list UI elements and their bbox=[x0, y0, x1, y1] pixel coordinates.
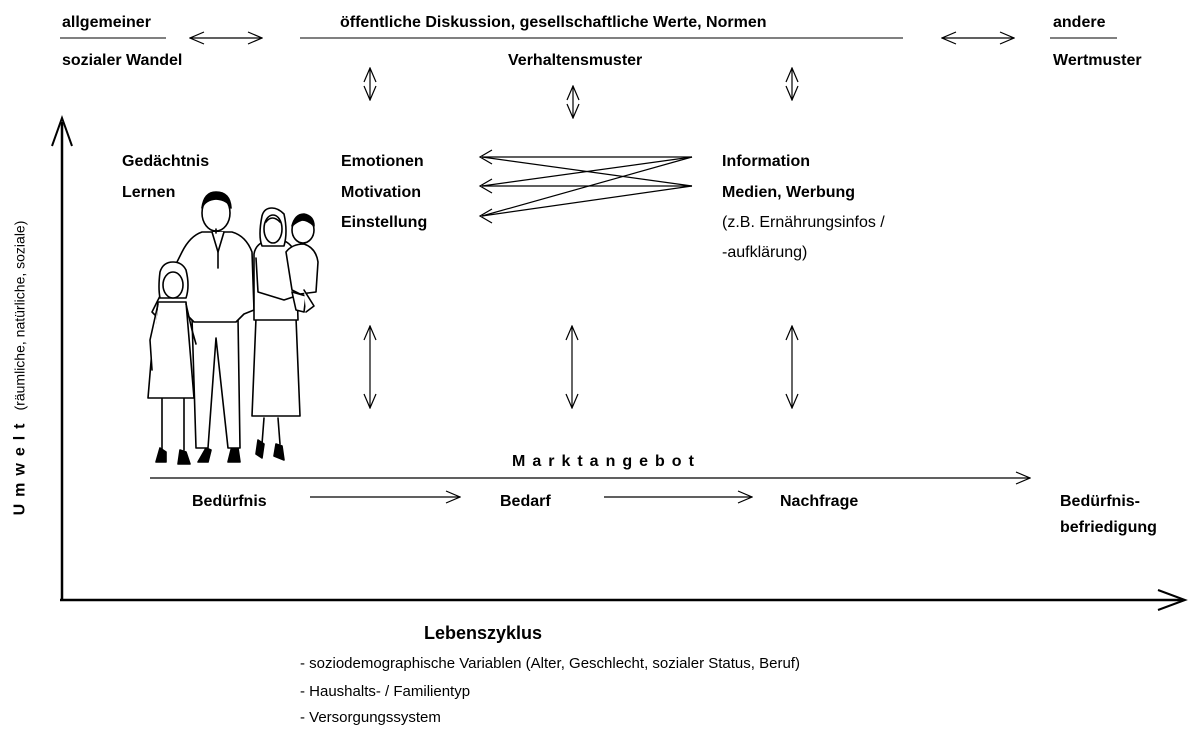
end-line2: befriedigung bbox=[1060, 519, 1157, 536]
top-right-line2: Wertmuster bbox=[1053, 52, 1142, 69]
girl-figure bbox=[147, 261, 197, 465]
psych-right-4: -aufklärung) bbox=[722, 244, 808, 261]
top-right-line1: andere bbox=[1053, 14, 1106, 31]
psych-center-1: Emotionen bbox=[341, 153, 424, 170]
x-axis-item-1: - soziodemographische Variablen (Alter, … bbox=[300, 655, 800, 672]
x-axis bbox=[60, 589, 1188, 611]
y-axis bbox=[51, 115, 73, 600]
psych-center-3: Einstellung bbox=[341, 214, 428, 231]
step-nachfrage: Nachfrage bbox=[780, 493, 859, 510]
x-axis-title: Lebenszyklus bbox=[424, 623, 543, 643]
y-axis-title: Umwelt (räumliche, natürliche, soziale) bbox=[12, 221, 29, 516]
psych-left-2: Lernen bbox=[122, 184, 176, 201]
psych-center-2: Motivation bbox=[341, 184, 421, 201]
psych-right-3: (z.B. Ernährungsinfos / bbox=[722, 214, 885, 231]
top-left-line2: sozialer Wandel bbox=[62, 52, 183, 69]
top-center-line2: Verhaltensmuster bbox=[508, 52, 643, 69]
father-figure bbox=[151, 191, 255, 463]
x-axis-item-2: - Haushalts- / Familientyp bbox=[300, 683, 471, 700]
psych-right-1: Information bbox=[722, 153, 810, 170]
x-axis-item-3: - Versorgungssystem bbox=[300, 709, 441, 726]
psych-right-2: Medien, Werbung bbox=[722, 184, 856, 201]
step-beduerfnis: Bedürfnis bbox=[192, 493, 267, 510]
child-figure bbox=[285, 213, 319, 313]
y-axis-title-sub: (räumliche, natürliche, soziale) bbox=[11, 220, 28, 411]
top-center-line1: öffentliche Diskussion, gesellschaftlich… bbox=[340, 14, 767, 31]
end-line1: Bedürfnis- bbox=[1060, 493, 1140, 510]
market-label: Marktangebot bbox=[512, 453, 701, 470]
y-axis-title-main: Umwelt bbox=[11, 416, 29, 516]
psych-left-1: Gedächtnis bbox=[122, 153, 210, 170]
information-arrows bbox=[478, 149, 693, 224]
top-left-line1: allgemeiner bbox=[62, 14, 151, 31]
family-illustration bbox=[147, 191, 319, 465]
step-bedarf: Bedarf bbox=[500, 493, 551, 510]
